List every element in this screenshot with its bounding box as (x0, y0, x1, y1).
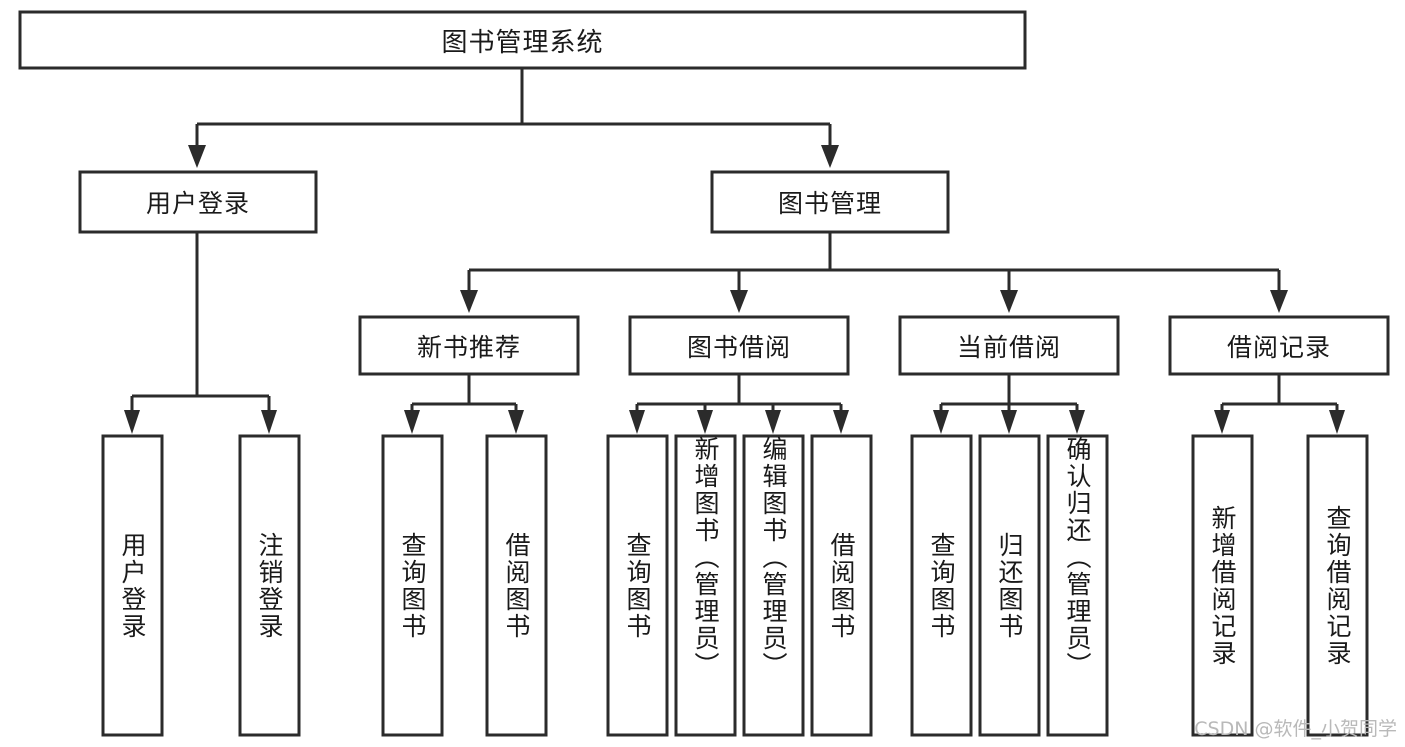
node-book-borrow[interactable] (628, 315, 850, 376)
leaf-box-current-borrow-1[interactable] (978, 434, 1041, 737)
node-user-login[interactable] (78, 170, 318, 234)
node-book-management[interactable] (710, 170, 950, 234)
arrowhead-cb-leaf-2 (1069, 410, 1085, 434)
arrowhead-l3-new-book-recommend (460, 290, 478, 313)
node-root-book-management-system[interactable] (18, 10, 1027, 70)
arrowhead-l3-current-borrow (1000, 290, 1018, 313)
arrowhead-cb-leaf-1 (1001, 410, 1017, 434)
node-current-borrow[interactable] (898, 315, 1120, 376)
arrowhead-bb-leaf-3 (833, 410, 849, 434)
arrowhead-bb-leaf-1 (697, 410, 713, 434)
leaf-box-book-borrow-3[interactable] (810, 434, 873, 737)
arrowhead-br-leaf-0 (1214, 410, 1230, 434)
leaf-box-book-borrow-1[interactable] (674, 434, 737, 737)
arrowhead-nbr-leaf-0 (404, 410, 420, 434)
arrowhead-bb-leaf-2 (765, 410, 781, 434)
leaf-box-current-borrow-2[interactable] (1046, 434, 1109, 737)
leaf-box-new-book-recommend-1[interactable] (485, 434, 548, 737)
arrowhead-user-login (188, 145, 206, 168)
arrowhead-l3-book-borrow (730, 290, 748, 313)
leaf-box-book-borrow-0[interactable] (606, 434, 669, 737)
arrowhead-book-management (821, 145, 839, 168)
leaf-box-current-borrow-0[interactable] (910, 434, 973, 737)
node-new-book-recommend[interactable] (358, 315, 580, 376)
leaf-box-user-login-0[interactable] (101, 434, 164, 737)
arrowhead-nbr-leaf-1 (508, 410, 524, 434)
arrowhead-user-login-leaf-1 (261, 410, 277, 434)
leaf-box-borrow-record-1[interactable] (1306, 434, 1369, 737)
arrowhead-br-leaf-1 (1329, 410, 1345, 434)
leaf-box-borrow-record-0[interactable] (1191, 434, 1254, 737)
node-borrow-record[interactable] (1168, 315, 1390, 376)
leaf-box-user-login-1[interactable] (238, 434, 301, 737)
arrowhead-user-login-leaf-0 (124, 410, 140, 434)
leaf-box-new-book-recommend-0[interactable] (381, 434, 444, 737)
arrowhead-bb-leaf-0 (629, 410, 645, 434)
arrowhead-l3-borrow-record (1270, 290, 1288, 313)
arrowhead-cb-leaf-0 (933, 410, 949, 434)
leaf-box-book-borrow-2[interactable] (742, 434, 805, 737)
